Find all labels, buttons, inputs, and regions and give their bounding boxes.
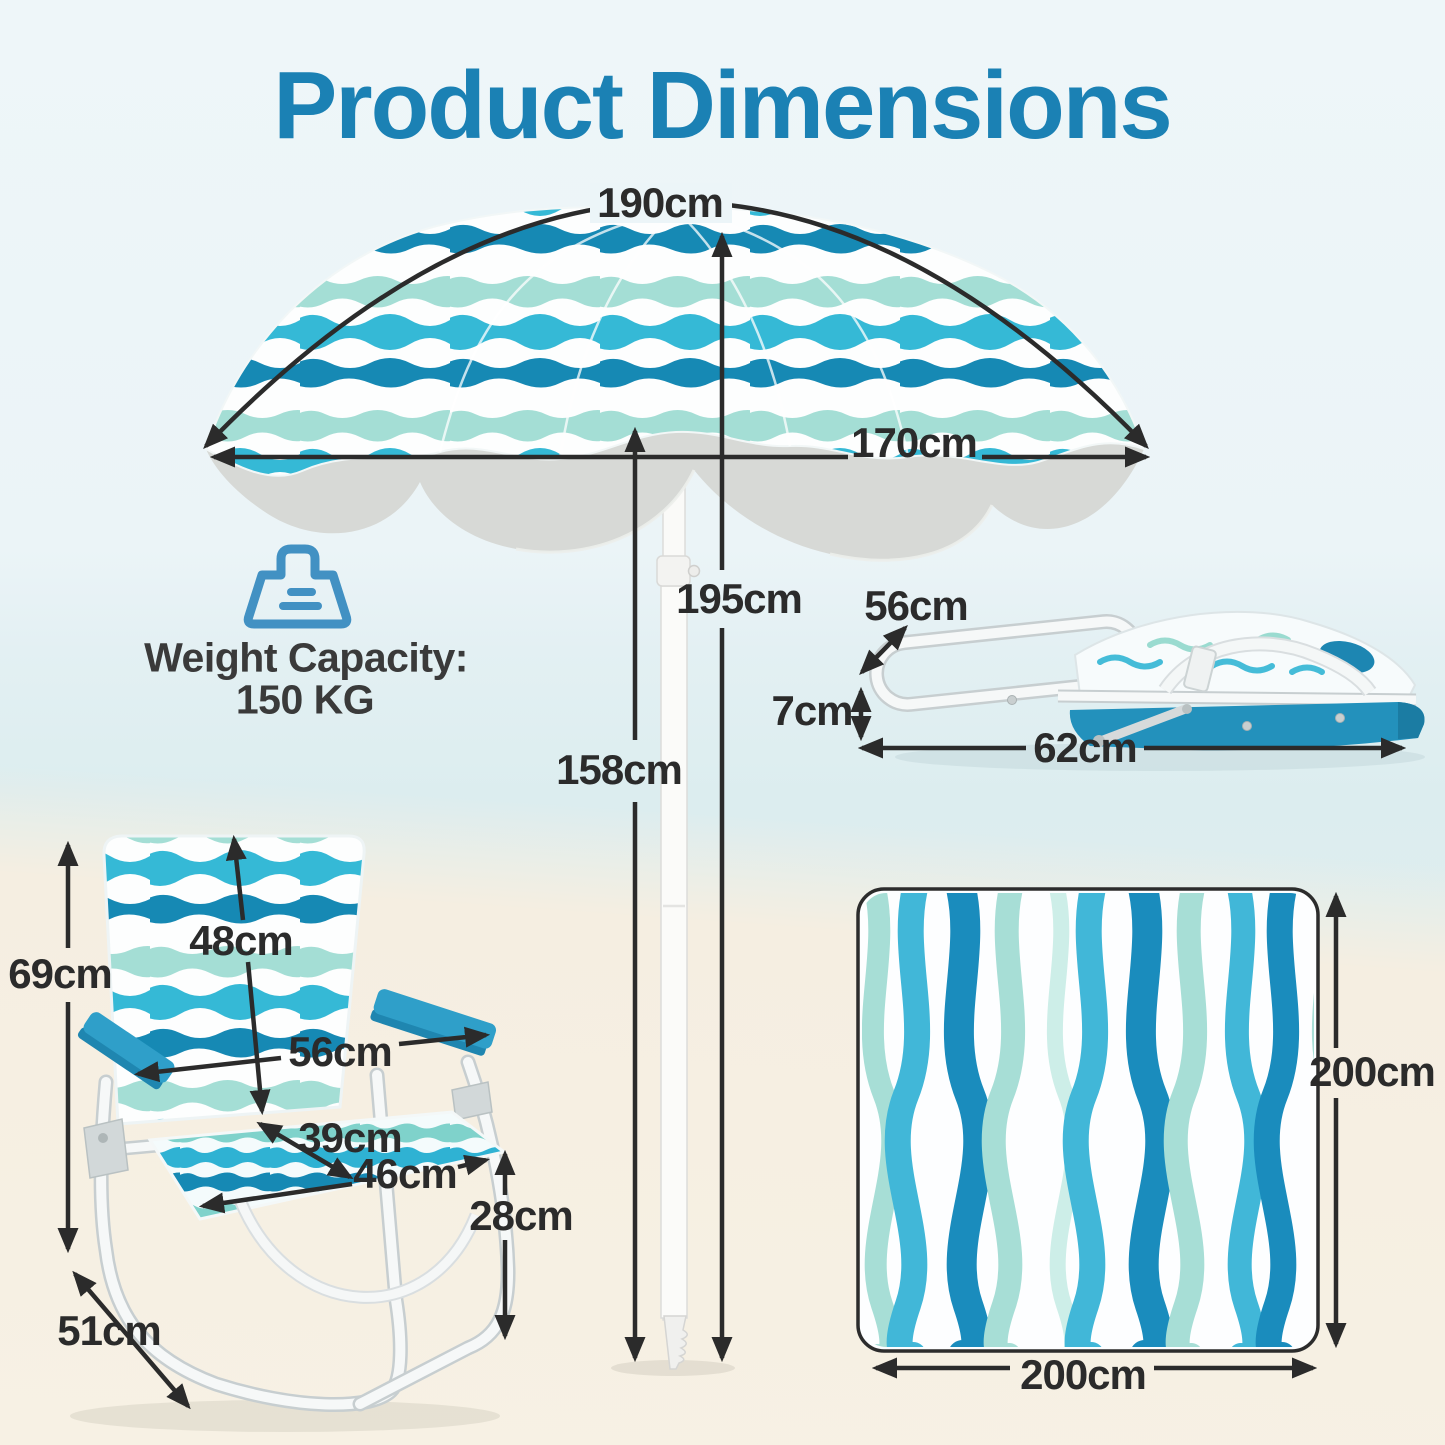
chair-left-hinge xyxy=(83,1118,129,1179)
beach-chair xyxy=(77,834,516,1413)
folded-chair xyxy=(869,610,1425,751)
arrow-chair-seat-width-right xyxy=(457,1154,491,1176)
arrow-chair-width-right xyxy=(398,1026,491,1048)
arrow-chair-base-depth xyxy=(72,1270,191,1410)
blanket-wave-stripes xyxy=(862,893,1314,1347)
arrow-chair-backrest-top xyxy=(225,834,247,921)
chair-right-hinge xyxy=(451,1081,493,1121)
chair-right-armrest xyxy=(370,989,497,1056)
beach-blanket xyxy=(856,887,1320,1353)
beach-umbrella xyxy=(204,206,1146,1370)
chair-backrest xyxy=(102,834,366,1126)
chair-carry-strap xyxy=(233,1197,483,1304)
arrow-chair-width-left xyxy=(133,1055,282,1083)
umbrella-panel-seams xyxy=(438,208,910,459)
arrow-folded-width xyxy=(859,624,908,676)
folded-chair-strap xyxy=(1158,636,1377,697)
umbrella-underside xyxy=(206,431,1144,561)
tilt-joint xyxy=(656,555,691,587)
arrow-chair-backrest-bottom xyxy=(245,961,271,1116)
arrow-chair-seat-depth xyxy=(256,1121,354,1180)
umbrella-pole xyxy=(644,395,701,1370)
weight-capacity-icon xyxy=(243,544,352,629)
pole-screw-tip xyxy=(663,1315,688,1370)
dimension-arrows xyxy=(57,183,1407,1410)
arrow-chair-seat-width-left xyxy=(198,1181,353,1214)
